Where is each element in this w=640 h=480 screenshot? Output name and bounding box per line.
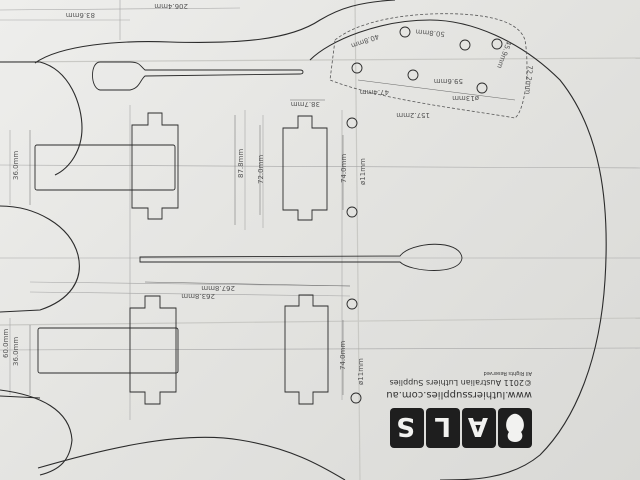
logo-letter-a: A — [468, 411, 488, 441]
dim-ø11-upper: ø11mm — [359, 158, 367, 185]
dim-87-8: 87.8mm — [237, 149, 245, 178]
body-outline — [0, 0, 607, 480]
branding-block: A L S www.luthierssupplies.com.au ©2011 … — [386, 370, 532, 448]
control-holes — [346, 26, 503, 404]
dim-206-4: 206.4mm — [154, 2, 188, 10]
guitar-body-logo-icon — [506, 413, 524, 442]
logo-letter-l: L — [434, 411, 451, 441]
dim-72-0: 72.0mm — [257, 155, 265, 184]
dim-74-0-lower: 74.0mm — [339, 341, 347, 370]
als-logo: A L S — [390, 408, 532, 448]
dim-72: 72.2mm — [523, 65, 534, 95]
pickup-routes — [129, 112, 329, 405]
rights-text: All Rights Reserved — [484, 370, 532, 376]
neck-pocket — [34, 144, 179, 374]
website-text: www.luthierssupplies.com.au — [386, 389, 532, 400]
dim-157-2: 157.2mm — [396, 111, 430, 119]
dim-60-0: 60.0mm — [2, 329, 10, 358]
dim-83-6: 83.6mm — [66, 11, 95, 19]
dim-ø11-lower: ø11mm — [357, 358, 365, 385]
dim-47-4: 47.4mm — [360, 88, 389, 96]
dim-40-8: 40.8mm — [350, 32, 380, 50]
dim-267-8: 267.8mm — [201, 284, 235, 292]
copyright-text: ©2011 Australian Luthiers Supplies — [390, 378, 532, 387]
truss-rod-slots — [92, 61, 463, 271]
dim-45-9: 45.9mm — [495, 39, 513, 69]
logo-letter-s: S — [396, 411, 415, 441]
dim-263-8: 263.8mm — [181, 292, 215, 300]
dim-36-0-lower: 36.0mm — [12, 337, 20, 366]
dim-74-0-upper: 74.0mm — [340, 154, 348, 183]
dim-38-7: 38.7mm — [291, 100, 320, 108]
dimension-lines — [29, 79, 516, 395]
dim-50-8: 50.8mm — [415, 27, 445, 38]
control-cavity-outline — [329, 13, 528, 119]
guide-lines — [0, 0, 640, 420]
dim-ø13: ø13mm — [452, 94, 479, 102]
dim-36-0-upper: 36.0mm — [12, 151, 20, 180]
dim-59-6: 59.6mm — [434, 77, 463, 85]
